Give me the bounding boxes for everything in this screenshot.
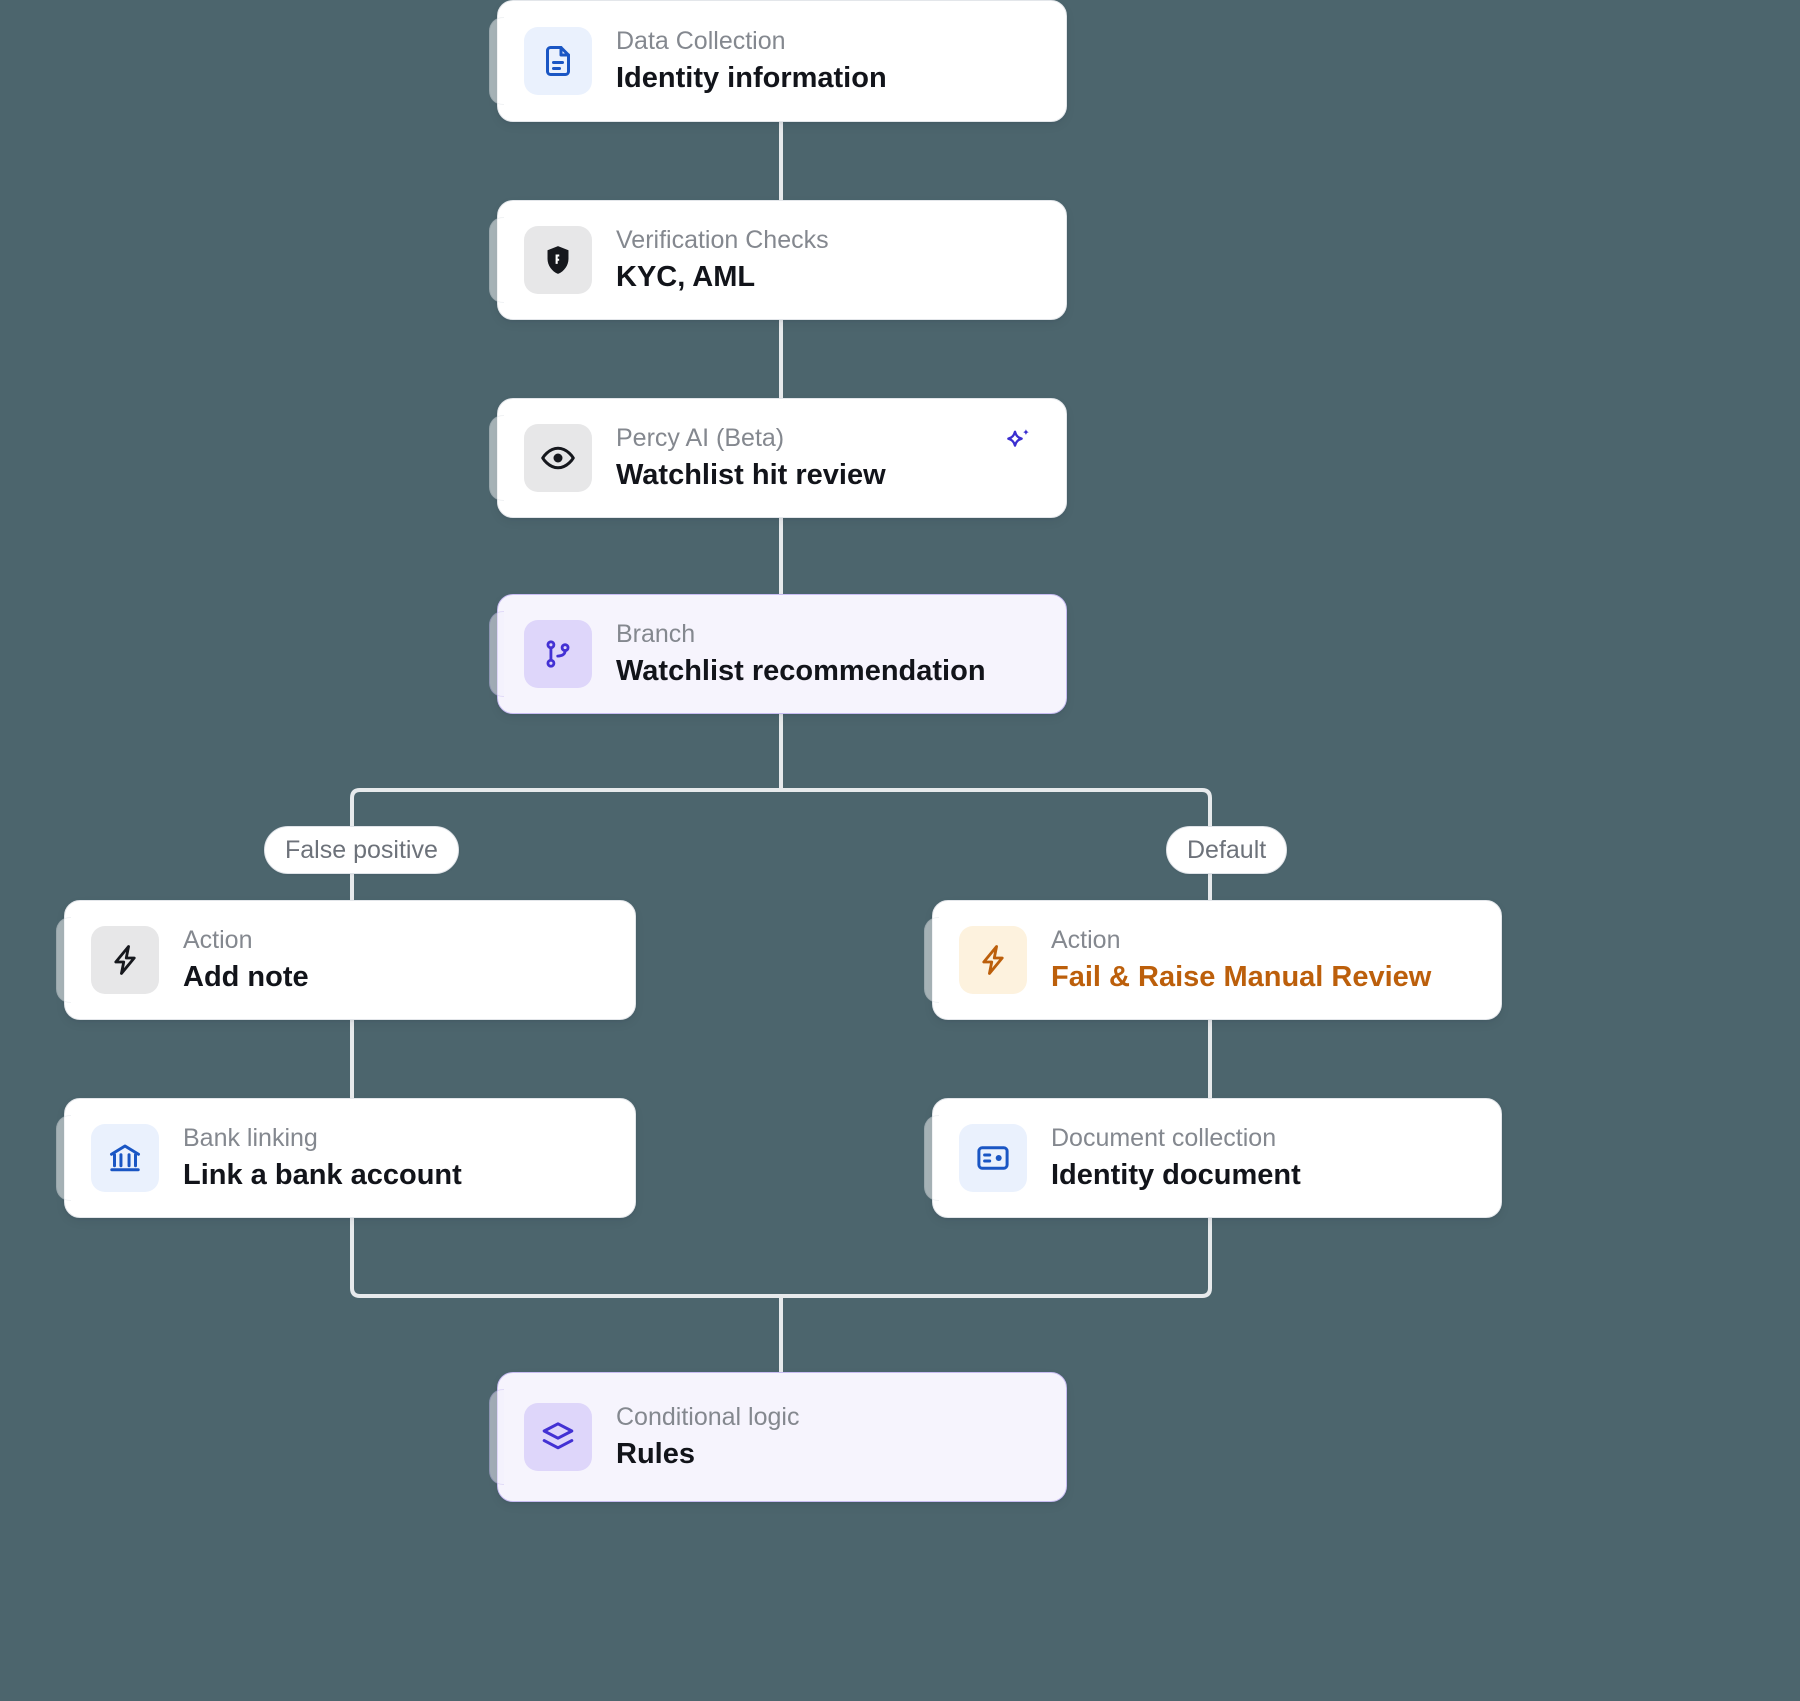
node-labels: Verification Checks KYC, AML bbox=[616, 225, 829, 296]
lightning-bolt-icon bbox=[91, 926, 159, 994]
node-title: Identity document bbox=[1051, 1159, 1301, 1191]
node-action-add-note[interactable]: Action Add note bbox=[56, 900, 636, 1020]
shield-check-icon bbox=[524, 226, 592, 294]
node-title: Watchlist recommendation bbox=[616, 655, 986, 687]
node-kicker: Conditional logic bbox=[616, 1402, 800, 1431]
node-branch[interactable]: Branch Watchlist recommendation bbox=[489, 594, 1067, 714]
branch-label-default[interactable]: Default bbox=[1166, 826, 1288, 874]
lightning-bolt-icon bbox=[959, 926, 1027, 994]
id-card-icon bbox=[959, 1124, 1027, 1192]
node-kicker: Bank linking bbox=[183, 1123, 318, 1152]
node-labels: Conditional logic Rules bbox=[616, 1402, 799, 1473]
node-verification-checks[interactable]: Verification Checks KYC, AML bbox=[489, 200, 1067, 320]
node-labels: Bank linking Link a bank account bbox=[183, 1123, 462, 1194]
node-bank-linking[interactable]: Bank linking Link a bank account bbox=[56, 1098, 636, 1218]
sparkle-ai-icon bbox=[1000, 427, 1036, 463]
node-action-fail-raise-manual-review[interactable]: Action Fail & Raise Manual Review bbox=[924, 900, 1502, 1020]
node-kicker: Action bbox=[1051, 925, 1121, 954]
git-branch-icon bbox=[524, 620, 592, 688]
node-labels: Action Add note bbox=[183, 925, 309, 996]
node-title: KYC, AML bbox=[616, 261, 756, 293]
node-document-collection[interactable]: Document collection Identity document bbox=[924, 1098, 1502, 1218]
node-data-collection[interactable]: Data Collection Identity information bbox=[489, 0, 1067, 122]
node-conditional-logic[interactable]: Conditional logic Rules bbox=[489, 1372, 1067, 1502]
bank-icon bbox=[91, 1124, 159, 1192]
node-labels: Data Collection Identity information bbox=[616, 26, 887, 97]
node-kicker: Data Collection bbox=[616, 26, 786, 55]
branch-label-false-positive[interactable]: False positive bbox=[264, 826, 459, 874]
node-percy-ai[interactable]: Percy AI (Beta) Watchlist hit review bbox=[489, 398, 1067, 518]
node-labels: Action Fail & Raise Manual Review bbox=[1051, 925, 1431, 996]
node-title: Watchlist hit review bbox=[616, 459, 886, 491]
node-kicker: Action bbox=[183, 925, 253, 954]
node-title: Fail & Raise Manual Review bbox=[1051, 961, 1432, 993]
node-kicker: Branch bbox=[616, 619, 696, 648]
document-icon bbox=[524, 27, 592, 95]
node-title: Identity information bbox=[616, 62, 887, 94]
node-kicker: Verification Checks bbox=[616, 225, 829, 254]
eye-icon bbox=[524, 424, 592, 492]
node-kicker: Percy AI (Beta) bbox=[616, 423, 785, 452]
node-title: Rules bbox=[616, 1438, 695, 1470]
node-labels: Document collection Identity document bbox=[1051, 1123, 1301, 1194]
node-title: Add note bbox=[183, 961, 309, 993]
node-title: Link a bank account bbox=[183, 1159, 462, 1191]
edge-merge-bus bbox=[350, 1218, 1212, 1298]
node-labels: Branch Watchlist recommendation bbox=[616, 619, 986, 690]
edge-split-bus bbox=[350, 788, 1212, 900]
node-labels: Percy AI (Beta) Watchlist hit review bbox=[616, 423, 886, 494]
layers-icon bbox=[524, 1403, 592, 1471]
node-kicker: Document collection bbox=[1051, 1123, 1277, 1152]
